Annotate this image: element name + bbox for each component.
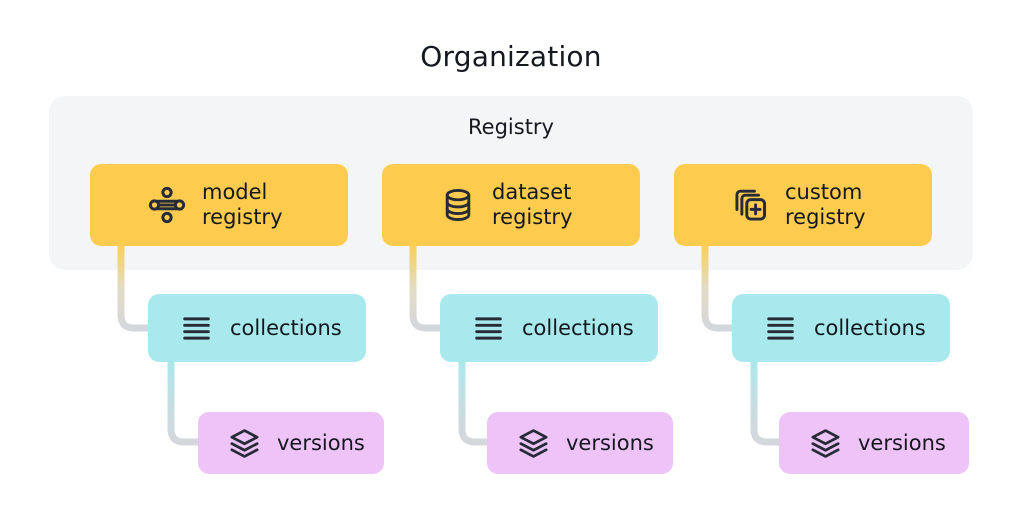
database-cylinder-icon [440, 187, 476, 223]
card-model-registry[interactable]: model registry [90, 164, 348, 246]
card-label: versions [566, 430, 654, 455]
card-versions-3[interactable]: versions [779, 412, 969, 474]
card-label: custom registry [785, 180, 866, 229]
card-dataset-registry[interactable]: dataset registry [382, 164, 640, 246]
card-versions-1[interactable]: versions [198, 412, 384, 474]
card-label: dataset registry [492, 180, 573, 229]
card-collections-2[interactable]: collections [440, 294, 658, 362]
registry-panel-title: Registry [468, 115, 554, 139]
card-collections-3[interactable]: collections [732, 294, 950, 362]
list-lines-icon [472, 312, 505, 345]
layers-stack-icon [809, 427, 842, 460]
card-collections-1[interactable]: collections [148, 294, 366, 362]
card-label: collections [230, 315, 342, 340]
card-label: model registry [202, 180, 283, 229]
card-label: versions [858, 430, 946, 455]
layers-stack-icon [228, 427, 261, 460]
copy-plus-icon [732, 187, 769, 224]
card-versions-2[interactable]: versions [487, 412, 673, 474]
list-lines-icon [764, 312, 797, 345]
card-label: collections [814, 315, 926, 340]
layers-stack-icon [517, 427, 550, 460]
card-custom-registry[interactable]: custom registry [674, 164, 932, 246]
card-label: versions [277, 430, 365, 455]
card-label: collections [522, 315, 634, 340]
model-nodes-icon [148, 186, 186, 224]
page-title: Organization [420, 40, 602, 73]
list-lines-icon [180, 312, 213, 345]
